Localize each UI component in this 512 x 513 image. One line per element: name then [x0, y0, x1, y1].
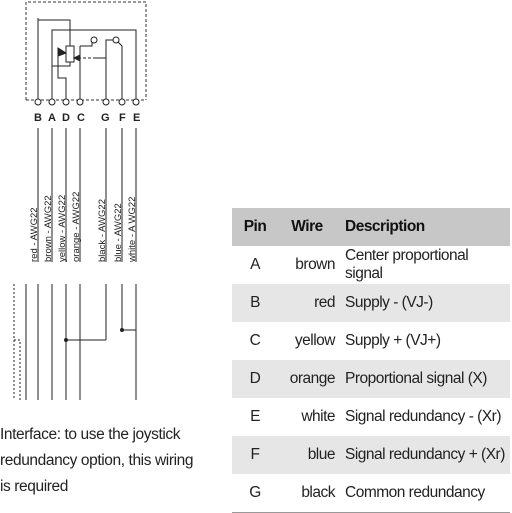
junction-dot: [120, 328, 124, 332]
wiring-diagram: B A D C G F E red - AWG22 brown - AWG22 …: [13, 1, 147, 400]
cell-pin: C: [249, 332, 261, 349]
cell-pin: F: [232, 436, 278, 474]
table-row: A brown Center proportional signal: [232, 246, 510, 284]
wire-label: blue - AWG22: [113, 203, 124, 262]
cell-wire: white: [301, 408, 335, 425]
cell-description: Signal redundancy + (Xr): [341, 436, 510, 474]
wire-label: brown - AWG22: [43, 195, 54, 262]
cell-wire: yellow: [294, 332, 336, 349]
cell-pin: G: [232, 474, 278, 513]
cell-description: Common redundancy: [341, 474, 510, 513]
wire-label: orange - AWG22: [71, 192, 82, 262]
cell-wire: red: [278, 284, 341, 322]
pin-a-circle: [48, 98, 56, 106]
pin-connectors: [34, 98, 140, 106]
cell-pin: D: [232, 360, 278, 398]
cell-wire: blue: [278, 436, 341, 474]
cell-wire: brown: [295, 256, 335, 273]
cell-pin: E: [250, 408, 260, 425]
pin-e-circle: [132, 98, 140, 106]
pin-letter: C: [77, 112, 85, 124]
junction-dot: [64, 338, 68, 342]
interface-note: Interface: to use the joystick redundanc…: [0, 426, 194, 495]
cell-description: Supply + (VJ+): [345, 332, 441, 349]
pin-d-circle: [62, 98, 70, 106]
cell-description: Proportional signal (X): [341, 360, 510, 398]
cell-wire: black: [278, 474, 341, 513]
cell-wire: orange: [278, 360, 341, 398]
pin-letters: B A D C G F E: [34, 112, 140, 124]
housing-outline: [25, 1, 147, 100]
wire-label: red - AWG22: [29, 207, 40, 262]
wire-leads: [37, 128, 137, 262]
internal-circuit: [37, 18, 137, 100]
table-row: C yellow Supply + (VJ+): [232, 322, 510, 360]
wire-label: yellow - AWG22: [57, 195, 68, 262]
header-description: Description: [341, 208, 510, 246]
table-row: B red Supply - (VJ-): [232, 284, 510, 322]
table-row: G black Common redundancy: [232, 474, 510, 513]
cell-description: Center proportional signal: [345, 247, 469, 282]
table-header-row: Pin Wire Description: [232, 208, 510, 246]
cell-pin: B: [232, 284, 278, 322]
pin-letter: E: [133, 112, 140, 124]
cell-description: Supply - (VJ-): [341, 284, 510, 322]
table-row: F blue Signal redundancy + (Xr): [232, 436, 510, 474]
cell-pin: A: [250, 256, 260, 273]
pin-letter: G: [101, 112, 110, 124]
pin-b-circle: [34, 98, 42, 106]
pin-letter: A: [48, 112, 56, 124]
cell-description: Signal redundancy - (Xr): [345, 408, 502, 425]
table-row: E white Signal redundancy - (Xr): [232, 398, 510, 436]
pin-table: Pin Wire Description A brown Center prop…: [232, 208, 510, 513]
wire-labels: red - AWG22 brown - AWG22 yellow - AWG22…: [29, 192, 138, 263]
table-row: D orange Proportional signal (X): [232, 360, 510, 398]
wire-label: black - AWG22: [97, 199, 108, 262]
header-pin: Pin: [232, 208, 278, 246]
pin-c-circle: [76, 98, 84, 106]
pin-g-circle: [102, 98, 110, 106]
pin-letter: B: [34, 112, 42, 124]
pin-f-circle: [118, 98, 126, 106]
pin-letter: F: [119, 112, 126, 124]
header-wire: Wire: [278, 208, 341, 246]
pin-letter: D: [62, 112, 70, 124]
external-wiring: [13, 284, 137, 400]
wire-label: white - A WG22: [127, 197, 138, 263]
